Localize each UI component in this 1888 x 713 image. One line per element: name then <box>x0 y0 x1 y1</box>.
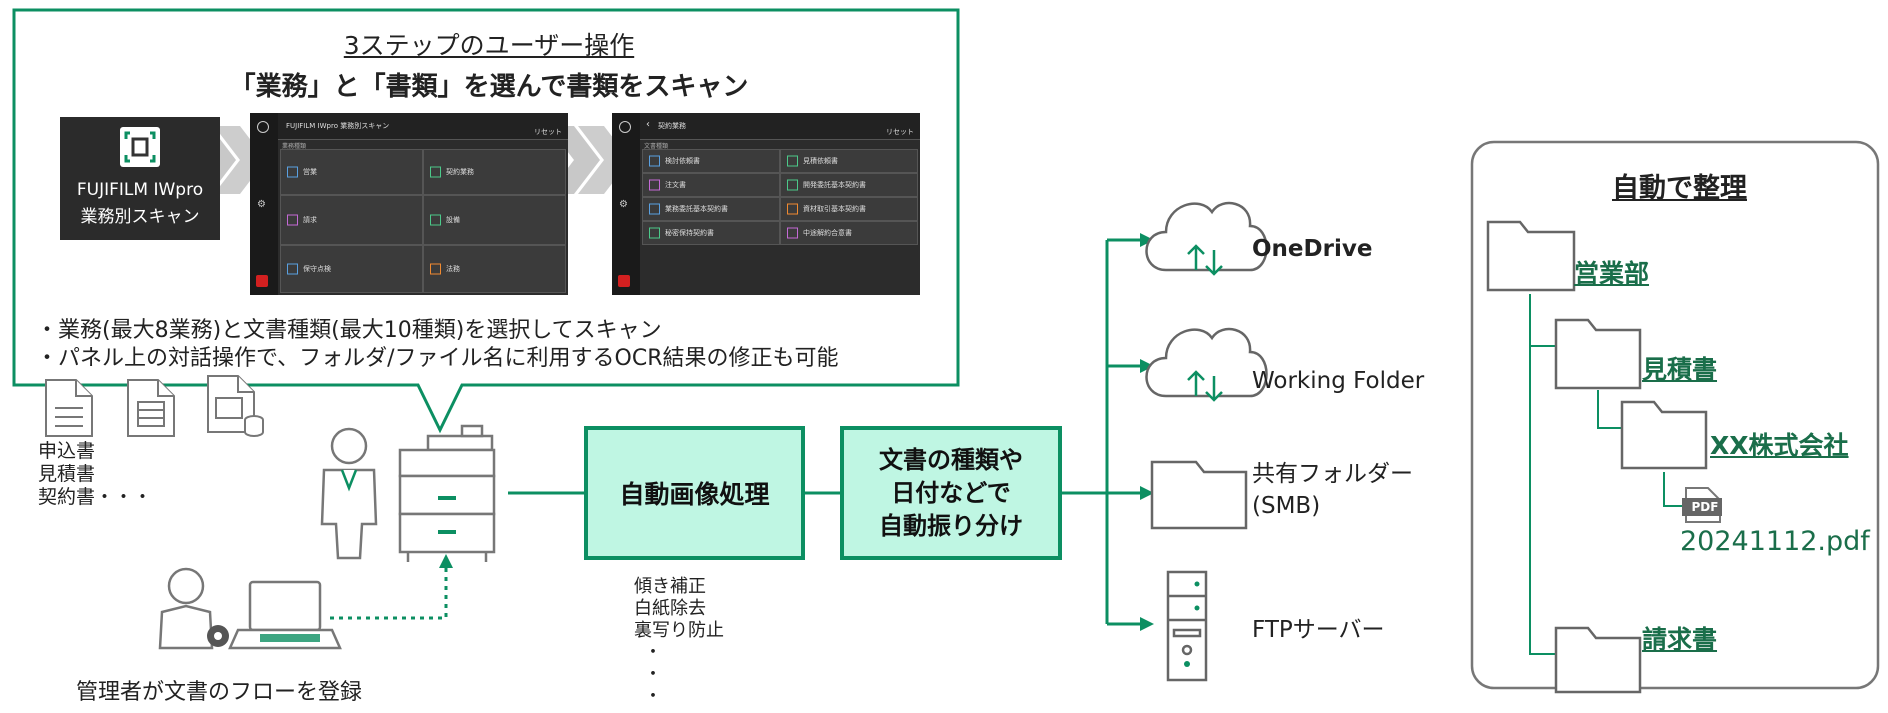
doc-option-4[interactable]: 開発委託基本契約書 <box>780 173 918 197</box>
panel-business-select: ⚙ FUJIFILM IWpro 業務別スキャン リセット 業務種類 営業 契約… <box>250 113 568 295</box>
panel-document-select: ⚙ ‹ 契約業務 リセット 文書種類 検討依頼書 見積依頼書 注文書 開発委託基… <box>612 113 920 295</box>
document-labels: 申込書 見積書 契約書・・・ <box>38 440 152 509</box>
panel-header-title: 契約業務 <box>658 122 686 130</box>
admin-dotted-arrowhead <box>439 554 453 568</box>
process-step: ・ <box>644 642 662 663</box>
document-icon-2 <box>127 379 175 437</box>
sort-box-line: 文書の種類や <box>879 445 1023 474</box>
panel-header-title: FUJIFILM IWpro 業務別スキャン <box>286 122 390 130</box>
panel-section-label: 業務種類 <box>282 143 307 150</box>
auto-sorting-box: 文書の種類や 日付などで 自動振り分け <box>840 426 1062 560</box>
callout-subtitle: 「業務」と「書類」を選んで書類をスキャン <box>229 72 749 102</box>
admin-user-icon <box>158 567 214 650</box>
doc-option-1[interactable]: 検討依頼書 <box>642 149 780 173</box>
panel-header: ‹ 契約業務 リセット <box>640 113 920 140</box>
laptop-icon <box>228 580 342 650</box>
option-equipment[interactable]: 設備 <box>423 195 566 245</box>
cloud-working-folder-icon <box>1145 327 1268 402</box>
folder-icon-estimates <box>1554 318 1642 390</box>
reset-button[interactable]: リセット <box>534 128 562 136</box>
settings-icon: ⚙ <box>257 199 266 210</box>
app-tile: FUJIFILM IWpro 業務別スキャン <box>60 117 220 240</box>
tree-folder-invoices[interactable]: 請求書 <box>1642 625 1718 654</box>
shared-folder-icon <box>1150 460 1248 530</box>
document-label-1: 申込書 <box>38 440 96 462</box>
process-step: 傾き補正 <box>634 576 706 597</box>
doc-option-6[interactable]: 資材取引基本契約書 <box>780 197 918 221</box>
stop-button[interactable] <box>256 275 268 287</box>
dest-working-folder-label: Working Folder <box>1252 368 1425 394</box>
callout-bullet-1: ・業務(最大8業務)と文書種類(最大10種類)を選択してスキャン <box>36 318 662 343</box>
dest-smb-line2: (SMB) <box>1252 493 1321 519</box>
auto-image-processing-box: 自動画像処理 <box>584 426 805 560</box>
folder-icon-invoices <box>1554 626 1642 694</box>
dest-smb-label: 共有フォルダー (SMB) <box>1252 458 1413 522</box>
tree-connectors <box>1529 294 1682 655</box>
tree-folder-company[interactable]: XX株式会社 <box>1710 431 1849 460</box>
option-contracts[interactable]: 契約業務 <box>423 149 566 195</box>
panel-header: FUJIFILM IWpro 業務別スキャン リセット <box>278 113 568 140</box>
document-icon-1 <box>45 379 93 437</box>
scan-app-icon <box>120 127 160 167</box>
document-label-2: 見積書 <box>38 463 96 485</box>
callout-bullet-2: ・パネル上の対話操作で、フォルダ/ファイル名に利用するOCR結果の修正も可能 <box>36 346 839 371</box>
option-sales[interactable]: 営業 <box>280 149 423 195</box>
process-step: 白紙除去 <box>634 598 706 619</box>
server-icon <box>1166 570 1208 682</box>
pdf-file-icon <box>1682 487 1722 523</box>
tree-file-pdf[interactable]: 20241112.pdf <box>1680 526 1870 557</box>
panel-side-bar: ⚙ <box>612 113 640 295</box>
pdf-badge: PDF <box>1691 500 1719 514</box>
user-icon <box>619 121 631 133</box>
process-step: ・ <box>644 686 662 707</box>
back-icon[interactable]: ‹ <box>646 119 650 130</box>
user-icon <box>257 121 269 133</box>
organize-panel-title: 自動で整理 <box>1612 173 1747 204</box>
doc-option-5[interactable]: 業務委託基本契約書 <box>642 197 780 221</box>
sort-box-line: 日付などで <box>891 478 1011 507</box>
app-name: FUJIFILM IWpro 業務別スキャン <box>60 177 220 231</box>
admin-caption: 管理者が文書のフローを登録 <box>76 680 363 705</box>
dest-ftp-label: FTPサーバー <box>1252 617 1385 643</box>
printer-icon <box>398 424 496 562</box>
doc-option-2[interactable]: 見積依頼書 <box>780 149 918 173</box>
callout-title: 3ステップのユーザー操作 <box>343 31 635 60</box>
app-name-line1: FUJIFILM IWpro <box>76 180 204 200</box>
folder-icon-company <box>1620 400 1708 470</box>
app-name-line2: 業務別スキャン <box>80 207 200 227</box>
tree-folder-estimates[interactable]: 見積書 <box>1642 355 1718 384</box>
dest-onedrive-label: OneDrive <box>1252 236 1373 262</box>
user-icon <box>320 427 378 560</box>
doc-option-7[interactable]: 秘密保持契約書 <box>642 221 780 245</box>
doc-option-3[interactable]: 注文書 <box>642 173 780 197</box>
sort-box-line: 自動振り分け <box>879 511 1023 540</box>
option-maintenance[interactable]: 保守点検 <box>280 245 423 293</box>
doc-option-8[interactable]: 中途解約合意書 <box>780 221 918 245</box>
dest-smb-line1: 共有フォルダー <box>1252 461 1413 487</box>
panel-side-bar: ⚙ <box>250 113 278 295</box>
process-steps: 傾き補正 白紙除去 裏写り防止 ・ ・ ・ <box>634 576 724 708</box>
document-icon-3 <box>207 375 264 437</box>
process-step: ・ <box>644 664 662 685</box>
reset-button[interactable]: リセット <box>886 128 914 136</box>
gear-icon <box>207 625 229 647</box>
panel-section-label: 文書種類 <box>644 143 669 150</box>
destination-branches <box>1105 233 1154 631</box>
option-billing[interactable]: 請求 <box>280 195 423 245</box>
tree-folder-sales[interactable]: 営業部 <box>1574 259 1650 288</box>
option-legal[interactable]: 法務 <box>423 245 566 293</box>
folder-icon-sales <box>1486 220 1576 292</box>
admin-dotted-connector <box>330 566 448 620</box>
document-label-3: 契約書・・・ <box>38 486 153 508</box>
cloud-onedrive-icon <box>1145 201 1268 276</box>
stop-button[interactable] <box>618 275 630 287</box>
process-step: 裏写り防止 <box>634 620 724 641</box>
settings-icon: ⚙ <box>619 199 628 210</box>
